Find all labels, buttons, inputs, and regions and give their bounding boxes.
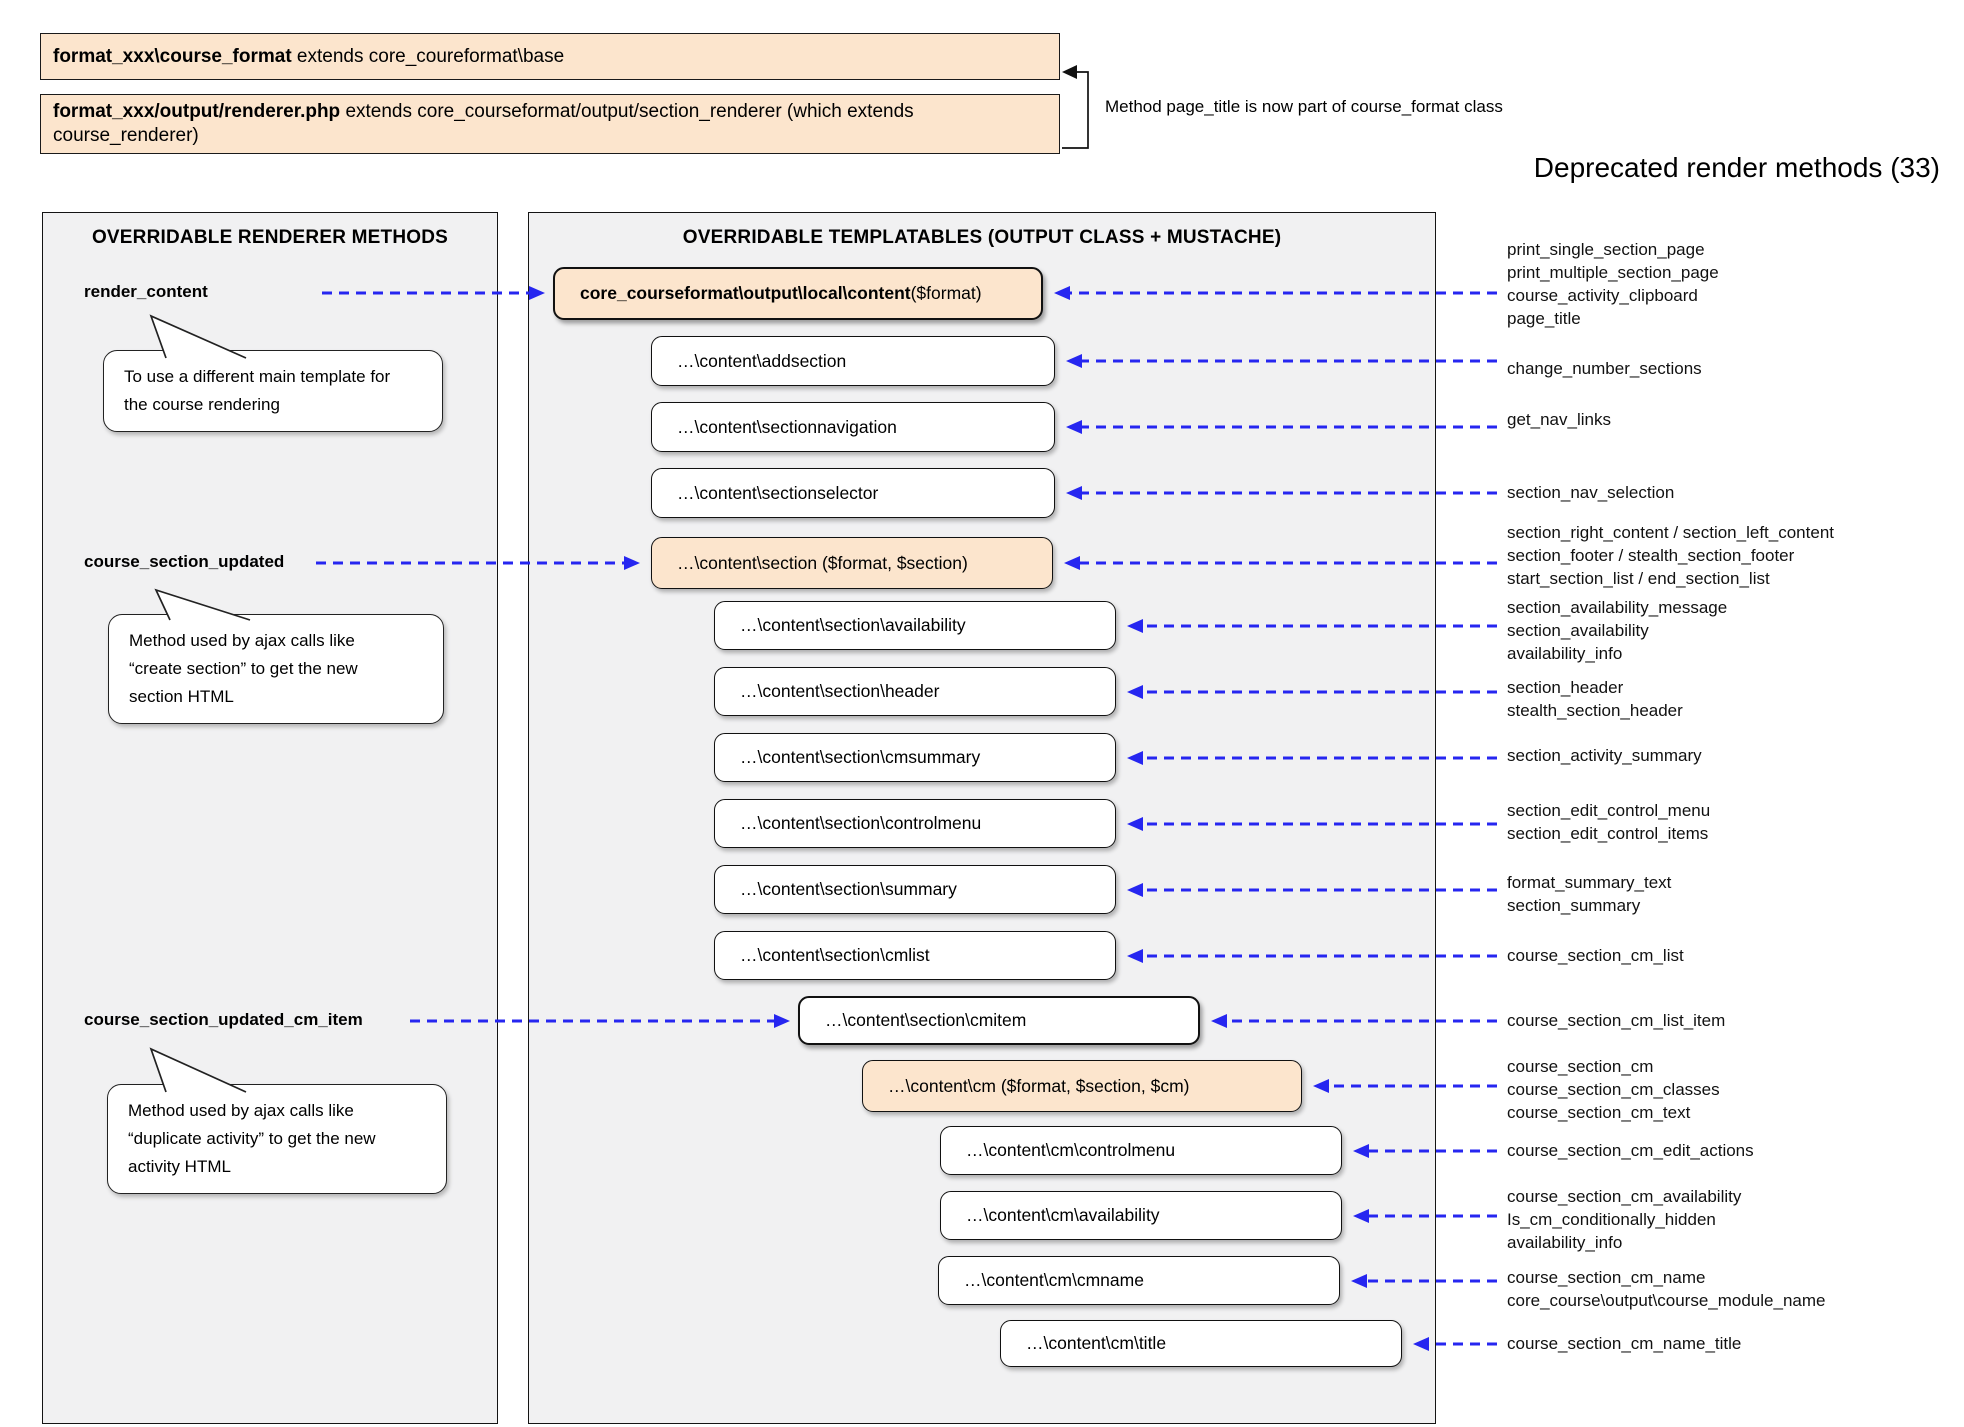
deprecated-method-group-11: course_section_cm_list xyxy=(1507,944,1684,967)
renderer-method-render-content: render_content xyxy=(84,282,208,301)
templatable-box-cm-controlmenu: …\content\cm\controlmenu xyxy=(940,1126,1342,1175)
templatable-box-content-addsection: …\content\addsection xyxy=(651,336,1055,386)
deprecated-method: course_section_cm_edit_actions xyxy=(1507,1141,1754,1160)
deprecated-method-group-8: section_activity_summary xyxy=(1507,744,1702,767)
deprecated-method: course_section_cm_list_item xyxy=(1507,1011,1726,1030)
deprecated-method: course_section_cm_text xyxy=(1507,1103,1691,1122)
templatable-box-content: core_courseformat\output\local\content (… xyxy=(553,267,1043,320)
deprecated-method: course_section_cm_list xyxy=(1507,946,1684,965)
templatable-box-section-cmsummary: …\content\section\cmsummary xyxy=(714,733,1116,782)
deprecated-method: availability_info xyxy=(1507,644,1623,663)
templatable-box-content-cm: …\content\cm ($format, $section, $cm) xyxy=(862,1060,1302,1112)
deprecated-method-group-14: course_section_cm_edit_actions xyxy=(1507,1139,1754,1162)
deprecated-method: section_nav_selection xyxy=(1507,483,1675,502)
deprecated-method: section_right_content / section_left_con… xyxy=(1507,523,1834,542)
deprecated-method: course_section_cm xyxy=(1507,1057,1654,1076)
bracket-connector xyxy=(1062,71,1089,149)
renderer-method-course-section-updated: course_section_updated xyxy=(84,552,285,571)
deprecated-method: section_summary xyxy=(1507,896,1641,915)
deprecated-method: print_single_section_page xyxy=(1507,240,1705,259)
deprecated-method-group-5: section_right_content / section_left_con… xyxy=(1507,521,1834,590)
deprecated-method-group-6: section_availability_message section_avai… xyxy=(1507,596,1727,665)
deprecated-method: stealth_section_header xyxy=(1507,701,1683,720)
deprecated-method: Is_cm_conditionally_hidden xyxy=(1507,1210,1716,1229)
renderer-methods-header: OVERRIDABLE RENDERER METHODS xyxy=(91,227,449,248)
renderer-method-course-section-updated-cm-item: course_section_updated_cm_item xyxy=(84,1010,363,1029)
templatable-box-section-availability: …\content\section\availability xyxy=(714,601,1116,650)
deprecated-method-group-12: course_section_cm_list_item xyxy=(1507,1009,1725,1032)
deprecated-method: section_header xyxy=(1507,678,1624,697)
templatable-box-content-sectionnavigation: …\content\sectionnavigation xyxy=(651,402,1055,452)
templatables-header: OVERRIDABLE TEMPLATABLES (OUTPUT CLASS +… xyxy=(682,227,1282,248)
deprecated-method: change_number_sections xyxy=(1507,359,1702,378)
callout-course-section-updated-note: Method used by ajax calls like “create s… xyxy=(108,614,444,724)
deprecated-method-group-10: format_summary_text section_summary xyxy=(1507,871,1671,917)
deprecated-method: course_section_cm_name_title xyxy=(1507,1334,1742,1353)
deprecated-method: get_nav_links xyxy=(1507,410,1611,429)
class-box-renderer-name: format_xxx/output/renderer.php xyxy=(53,101,341,122)
templatable-box-cm-availability: …\content\cm\availability xyxy=(940,1191,1342,1240)
deprecated-method-group-3: get_nav_links xyxy=(1507,408,1611,431)
deprecated-method-group-9: section_edit_control_menu section_edit_co… xyxy=(1507,799,1710,845)
deprecated-method: course_section_cm_name xyxy=(1507,1268,1706,1287)
bracket-arrowhead-icon xyxy=(1062,65,1077,79)
deprecated-method: section_availability xyxy=(1507,621,1649,640)
class-box-renderer-extends: extends core_courseformat/output/section… xyxy=(53,101,914,146)
templatable-box-cm-title: …\content\cm\title xyxy=(1000,1320,1402,1367)
deprecated-method: section_availability_message xyxy=(1507,598,1728,617)
deprecated-method-group-1: print_single_section_page print_multiple_… xyxy=(1507,238,1719,330)
deprecated-method: core_course\output\course_module_name xyxy=(1507,1291,1826,1310)
deprecated-method: course_section_cm_classes xyxy=(1507,1080,1720,1099)
deprecated-method: start_section_list / end_section_list xyxy=(1507,569,1770,588)
class-box-course-format-name: format_xxx\course_format xyxy=(53,45,292,67)
deprecated-method-group-17: course_section_cm_name_title xyxy=(1507,1332,1741,1355)
deprecated-method-group-2: change_number_sections xyxy=(1507,357,1702,380)
deprecated-method: section_edit_control_items xyxy=(1507,824,1709,843)
deprecated-method: availability_info xyxy=(1507,1233,1623,1252)
templatable-box-section-cmlist: …\content\section\cmlist xyxy=(714,931,1116,980)
templatable-box-content-sectionselector: …\content\sectionselector xyxy=(651,468,1055,518)
templatable-box-section-cmitem: …\content\section\cmitem xyxy=(798,996,1200,1045)
class-box-course-format-extends: extends core_coureformat\base xyxy=(291,45,565,67)
templatable-box-section-summary: …\content\section\summary xyxy=(714,865,1116,914)
deprecated-method-group-13: course_section_cm course_section_cm_class… xyxy=(1507,1055,1720,1124)
deprecated-method: section_activity_summary xyxy=(1507,746,1702,765)
deprecated-method: page_title xyxy=(1507,309,1581,328)
deprecated-methods-title: Deprecated render methods (33) xyxy=(1533,152,1940,183)
deprecated-method: format_summary_text xyxy=(1507,873,1672,892)
deprecated-method: section_footer / stealth_section_footer xyxy=(1507,546,1795,565)
templatable-box-cm-cmname: …\content\cm\cmname xyxy=(938,1256,1340,1305)
callout-course-section-updated-cm-item-note: Method used by ajax calls like “duplicat… xyxy=(107,1084,447,1194)
templatable-box-section-controlmenu: …\content\section\controlmenu xyxy=(714,799,1116,848)
templatable-box-content-section: …\content\section ($format, $section) xyxy=(651,537,1053,589)
deprecated-method: course_section_cm_availability xyxy=(1507,1187,1742,1206)
class-box-renderer: format_xxx/output/renderer.php extends c… xyxy=(40,94,1060,154)
bracket-note: Method page_title is now part of course_… xyxy=(1105,97,1503,116)
deprecated-method: course_activity_clipboard xyxy=(1507,286,1698,305)
deprecated-method-group-7: section_header stealth_section_header xyxy=(1507,676,1683,722)
callout-render-content-note: To use a different main template for the… xyxy=(103,350,443,432)
deprecated-method-group-16: course_section_cm_name core_course\output… xyxy=(1507,1266,1825,1312)
deprecated-method: section_edit_control_menu xyxy=(1507,801,1711,820)
deprecated-method: print_multiple_section_page xyxy=(1507,263,1719,282)
class-box-course-format: format_xxx\course_format extends core_co… xyxy=(40,33,1060,80)
templatable-box-section-header: …\content\section\header xyxy=(714,667,1116,716)
templatable-box-content-class: core_courseformat\output\local\content xyxy=(580,283,911,303)
deprecated-method-group-4: section_nav_selection xyxy=(1507,481,1674,504)
